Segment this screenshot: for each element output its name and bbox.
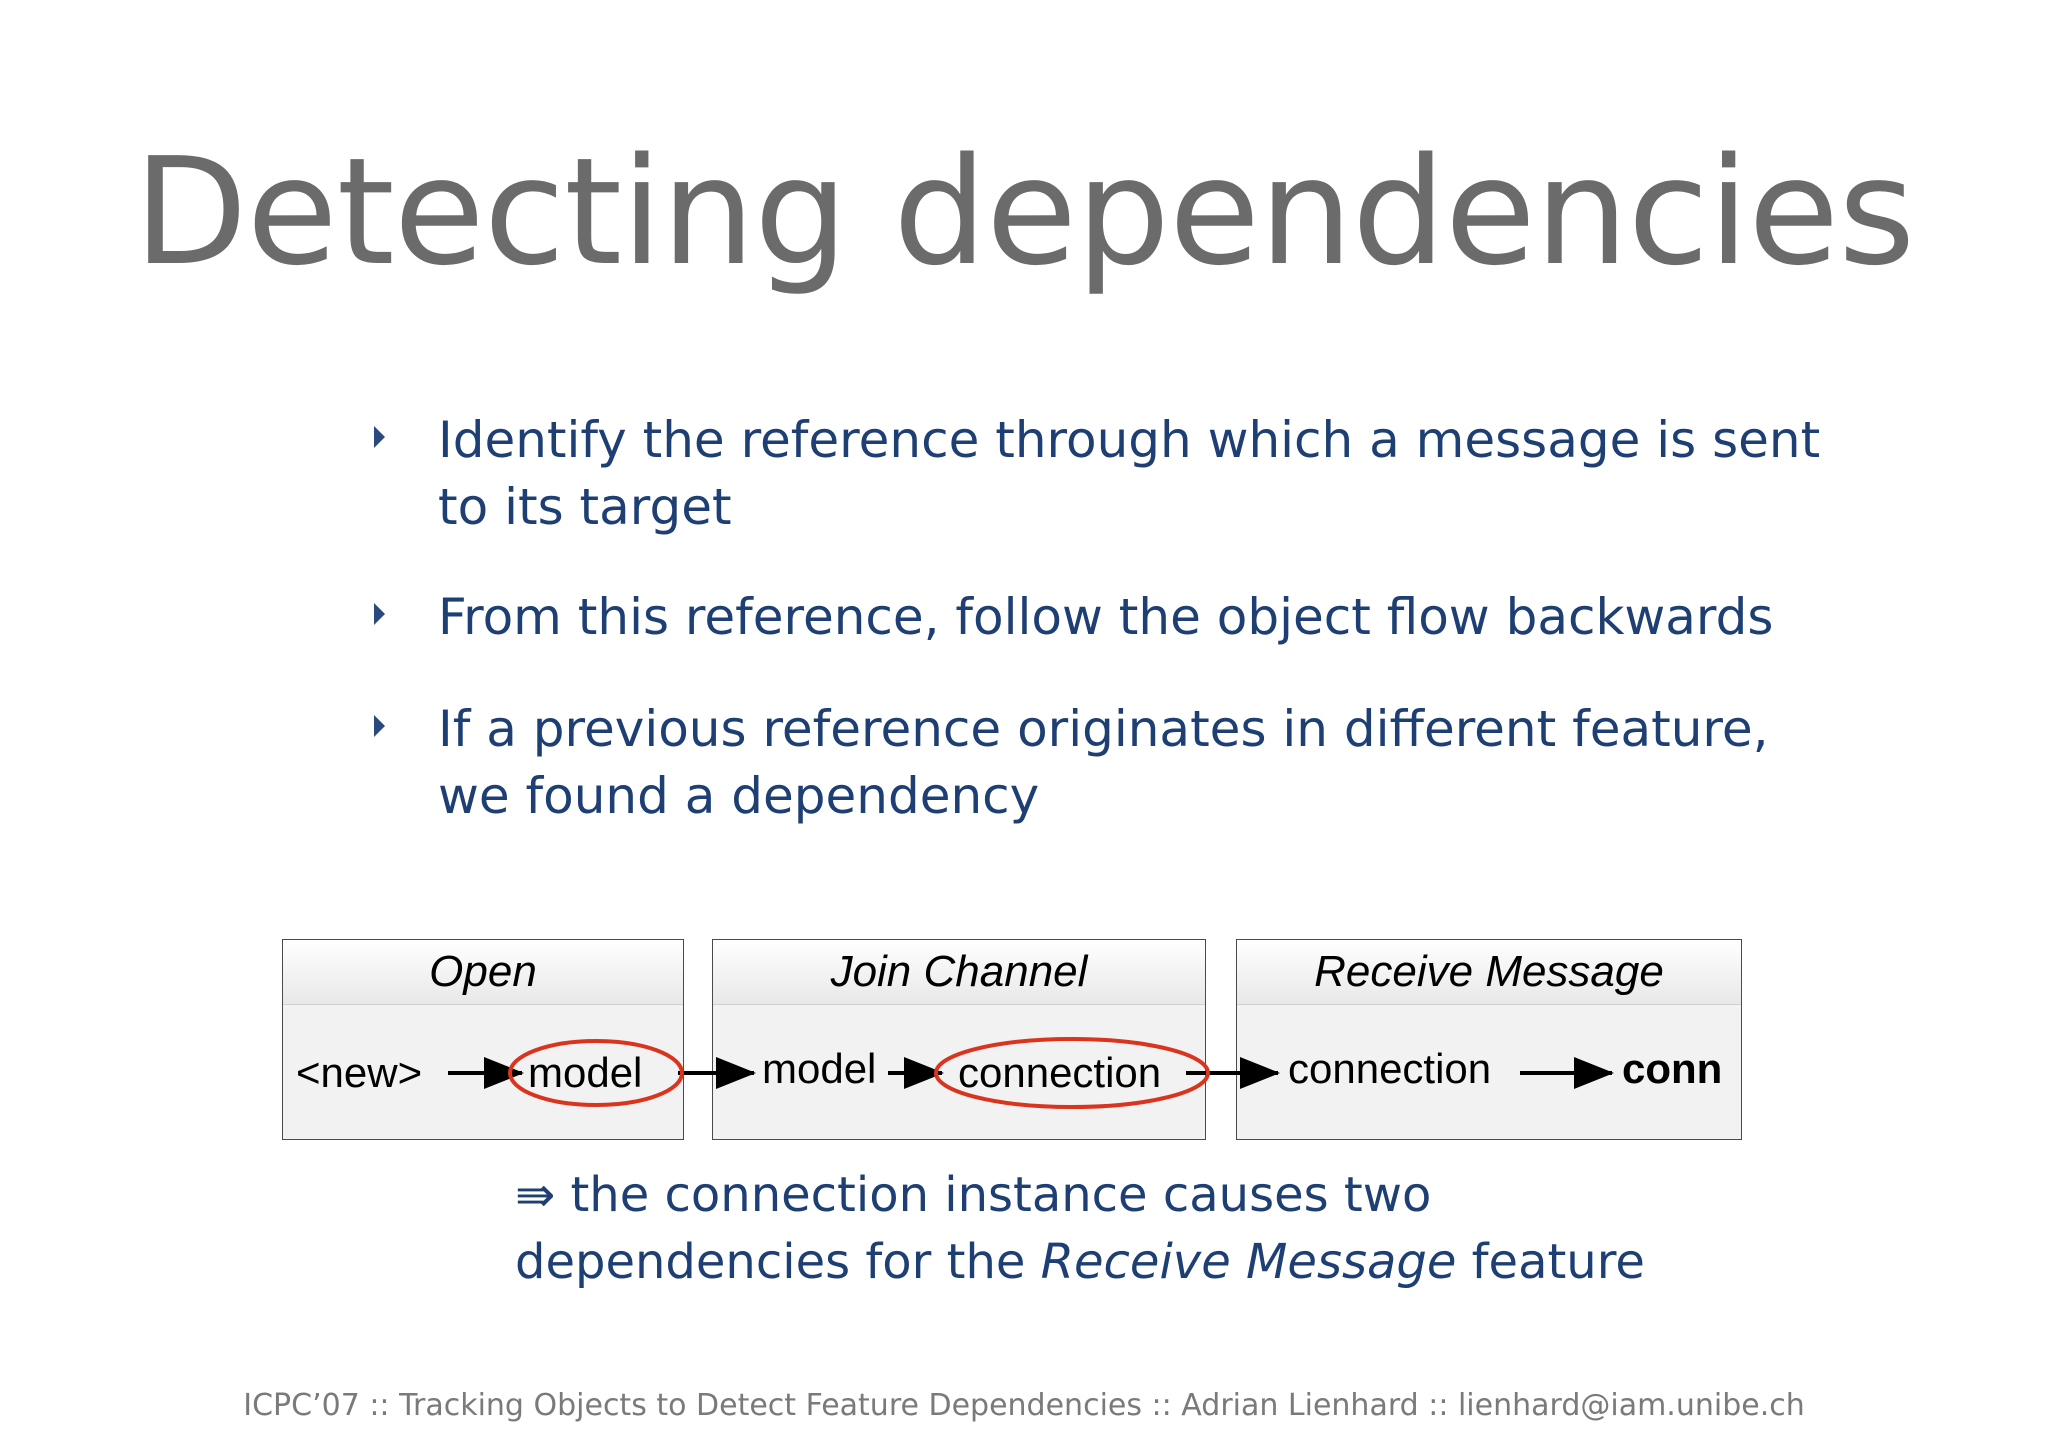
bullet-marker-icon [374, 715, 385, 737]
feature-name-receive-message: Receive Message [1237, 940, 1741, 1005]
feature-name-join-channel: Join Channel [713, 940, 1205, 1005]
conclusion-line-1: ⇛ the connection instance causes two [515, 1162, 1431, 1229]
slide-footer: ICPC’07 :: Tracking Objects to Detect Fe… [243, 1388, 1805, 1423]
highlight-ellipse-connection [934, 1037, 1210, 1109]
slide-title: Detecting dependencies [133, 126, 1916, 298]
bullet-list: Identify the reference through which a m… [374, 411, 1821, 825]
conclusion-line-2: dependencies for the Receive Message fea… [515, 1229, 1645, 1296]
conclusion-text-3: feature [1456, 1234, 1645, 1290]
conclusion-text-1: the connection instance causes two [570, 1167, 1432, 1223]
flow-node-connection: connection [958, 1049, 1162, 1096]
bullet-1-line-2: to its target [438, 478, 732, 536]
bullet-3-line-1: If a previous reference originates in di… [438, 700, 1769, 758]
bullet-1-line-1: Identify the reference through which a m… [438, 411, 1821, 469]
implies-arrow-icon: ⇛ [515, 1167, 556, 1223]
bullet-marker-icon [374, 426, 385, 448]
flow-node-new: <new> [296, 1049, 423, 1096]
flow-node-conn: conn [1622, 1045, 1723, 1092]
highlight-ellipse-model [508, 1039, 684, 1107]
bullet-marker-icon [374, 603, 385, 625]
flow-node-model: model [762, 1045, 877, 1092]
flow-node-connection: connection [1288, 1045, 1492, 1092]
feature-box-open: Open [282, 939, 684, 1140]
conclusion-text-2: dependencies for the [515, 1234, 1041, 1290]
bullet-3-line-2: we found a dependency [438, 767, 1040, 825]
bullet-2-line-1: From this reference, follow the object f… [438, 588, 1774, 646]
feature-name-open: Open [283, 940, 683, 1005]
conclusion-emphasis: Receive Message [1040, 1234, 1457, 1290]
feature-box-receive-message: Receive Message [1236, 939, 1742, 1140]
flow-node-model: model [528, 1049, 643, 1096]
